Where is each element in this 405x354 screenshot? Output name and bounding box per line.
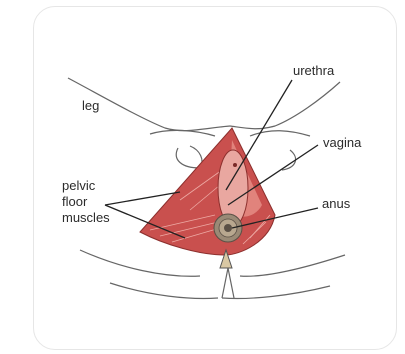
urethra-shape	[233, 163, 237, 167]
label-muscles: muscles	[62, 210, 110, 225]
label-vagina: vagina	[323, 135, 362, 150]
label-floor: floor	[62, 194, 88, 209]
label-leg: leg	[82, 98, 99, 113]
anus-shape	[214, 214, 242, 242]
pelvic-floor-muscles-shape	[140, 128, 275, 255]
label-urethra: urethra	[293, 63, 335, 78]
label-anus: anus	[322, 196, 351, 211]
label-pelvic: pelvic	[62, 178, 96, 193]
